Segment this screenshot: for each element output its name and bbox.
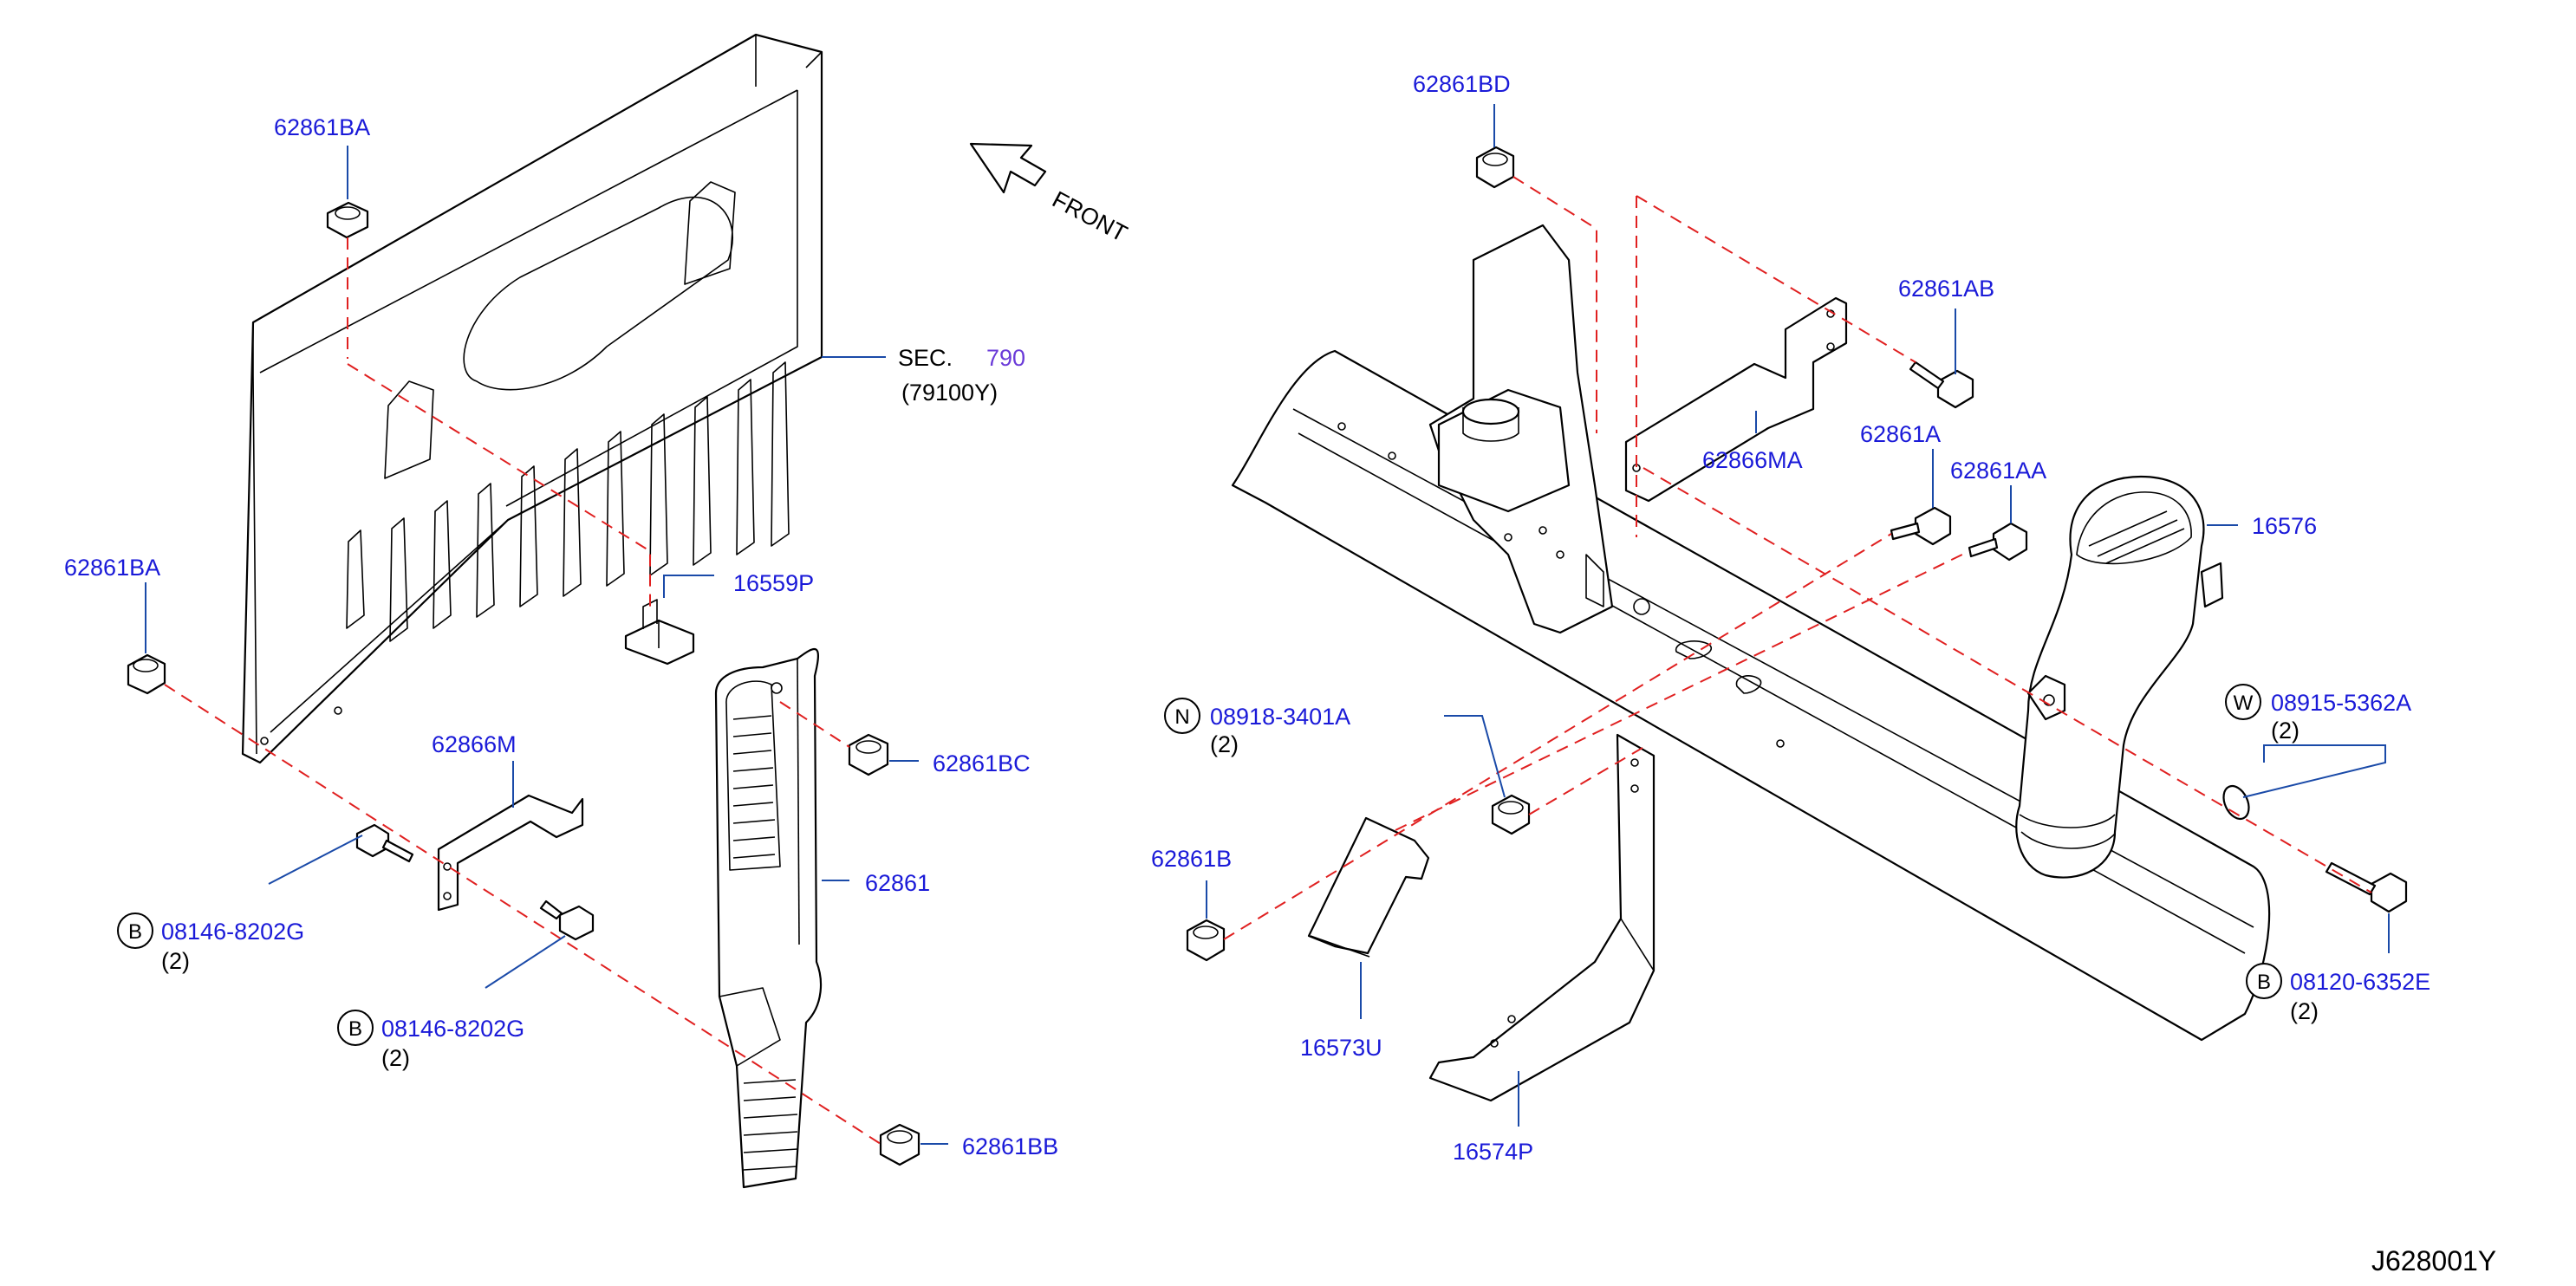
washer-08915-5362A (2222, 784, 2250, 821)
bolt-62861AA (1968, 522, 2028, 562)
label-sec-ref: (79100Y) (901, 380, 998, 406)
label-62861BA-left: 62861BA (64, 555, 160, 581)
callout-08146-8202G-2: B 08146-8202G (2) (337, 1010, 524, 1071)
front-arrow-icon (969, 142, 1047, 194)
label-62861: 62861 (865, 870, 930, 896)
label-62861AA: 62861AA (1950, 458, 2046, 484)
label-08146-8202G-1: 08146-8202G (161, 919, 304, 945)
callout-08918-3401A: N 08918-3401A (2) (1164, 698, 1350, 757)
leader-lines (145, 104, 2390, 1145)
label-08120-6352E: 08120-6352E (2290, 969, 2430, 995)
bed-side-panel (241, 33, 823, 764)
nut-62861BB (879, 1123, 920, 1166)
circle-letter: N (1174, 705, 1189, 729)
label-08915-5362A: 08915-5362A (2271, 690, 2411, 716)
air-duct-62861 (714, 647, 822, 1189)
qty-08915-5362A: (2) (2271, 718, 2300, 744)
label-16559P: 16559P (733, 570, 814, 596)
qty-08120-6352E: (2) (2290, 998, 2319, 1024)
label-62866M: 62866M (432, 731, 517, 757)
label-62861BC: 62861BC (933, 750, 1031, 776)
circle-letter: W (2234, 692, 2254, 715)
label-62861BB: 62861BB (962, 1133, 1058, 1159)
label-16576: 16576 (2252, 513, 2317, 539)
qty-08918-3401A: (2) (1210, 731, 1239, 757)
frame-bracket (1428, 224, 1614, 634)
circle-letter: B (2257, 971, 2271, 994)
label-sec-number: 790 (986, 345, 1025, 371)
qty-08146-8202G-1: (2) (161, 948, 190, 974)
assembly-lines (164, 176, 2372, 1145)
callout-08120-6352E: B 08120-6352E (2) (2246, 963, 2430, 1024)
nut-62861BC (848, 733, 889, 776)
bracket-16574P (1428, 733, 1656, 1102)
label-sec-prefix: SEC. (898, 345, 953, 371)
bracket-16559P (624, 599, 695, 666)
callout-08915-5362A: W 08915-5362A (2) (2225, 684, 2411, 744)
bolt-08146-8202G-1 (355, 823, 414, 863)
callout-08146-8202G-1: B 08146-8202G (2) (117, 913, 304, 974)
label-16573U: 16573U (1300, 1035, 1382, 1061)
bolt-62861A (1890, 506, 1952, 546)
qty-08146-8202G-2: (2) (381, 1045, 410, 1071)
nut-08918-3401A (1491, 794, 1531, 835)
label-62861BD: 62861BD (1413, 71, 1511, 97)
nut-62861BA-top (326, 201, 369, 239)
label-08918-3401A: 08918-3401A (1210, 704, 1350, 730)
label-08146-8202G-2: 08146-8202G (381, 1016, 524, 1042)
air-duct-16576 (2015, 475, 2224, 879)
bolt-08146-8202G-2 (539, 900, 595, 941)
label-62861BA-top: 62861BA (274, 114, 370, 140)
bolt-62861AB (1909, 360, 1974, 409)
bolt-08120-6352E (2325, 861, 2408, 913)
label-62861AB: 62861AB (1898, 276, 1994, 302)
label-62866MA: 62866MA (1702, 447, 1803, 473)
front-arrow-label: FRONT (1048, 186, 1131, 247)
label-62861A: 62861A (1860, 421, 1941, 447)
nut-62861BD (1475, 146, 1515, 189)
bracket-16573U (1307, 816, 1430, 958)
nut-62861B (1186, 919, 1226, 962)
bracket-62866M (437, 794, 584, 912)
label-16574P: 16574P (1453, 1139, 1533, 1165)
label-62861B: 62861B (1151, 846, 1232, 872)
diagram-code: J628001Y (2371, 1245, 2496, 1276)
nut-62861BA-left (127, 653, 166, 695)
circle-letter: B (128, 920, 142, 944)
circle-letter: B (348, 1017, 362, 1041)
